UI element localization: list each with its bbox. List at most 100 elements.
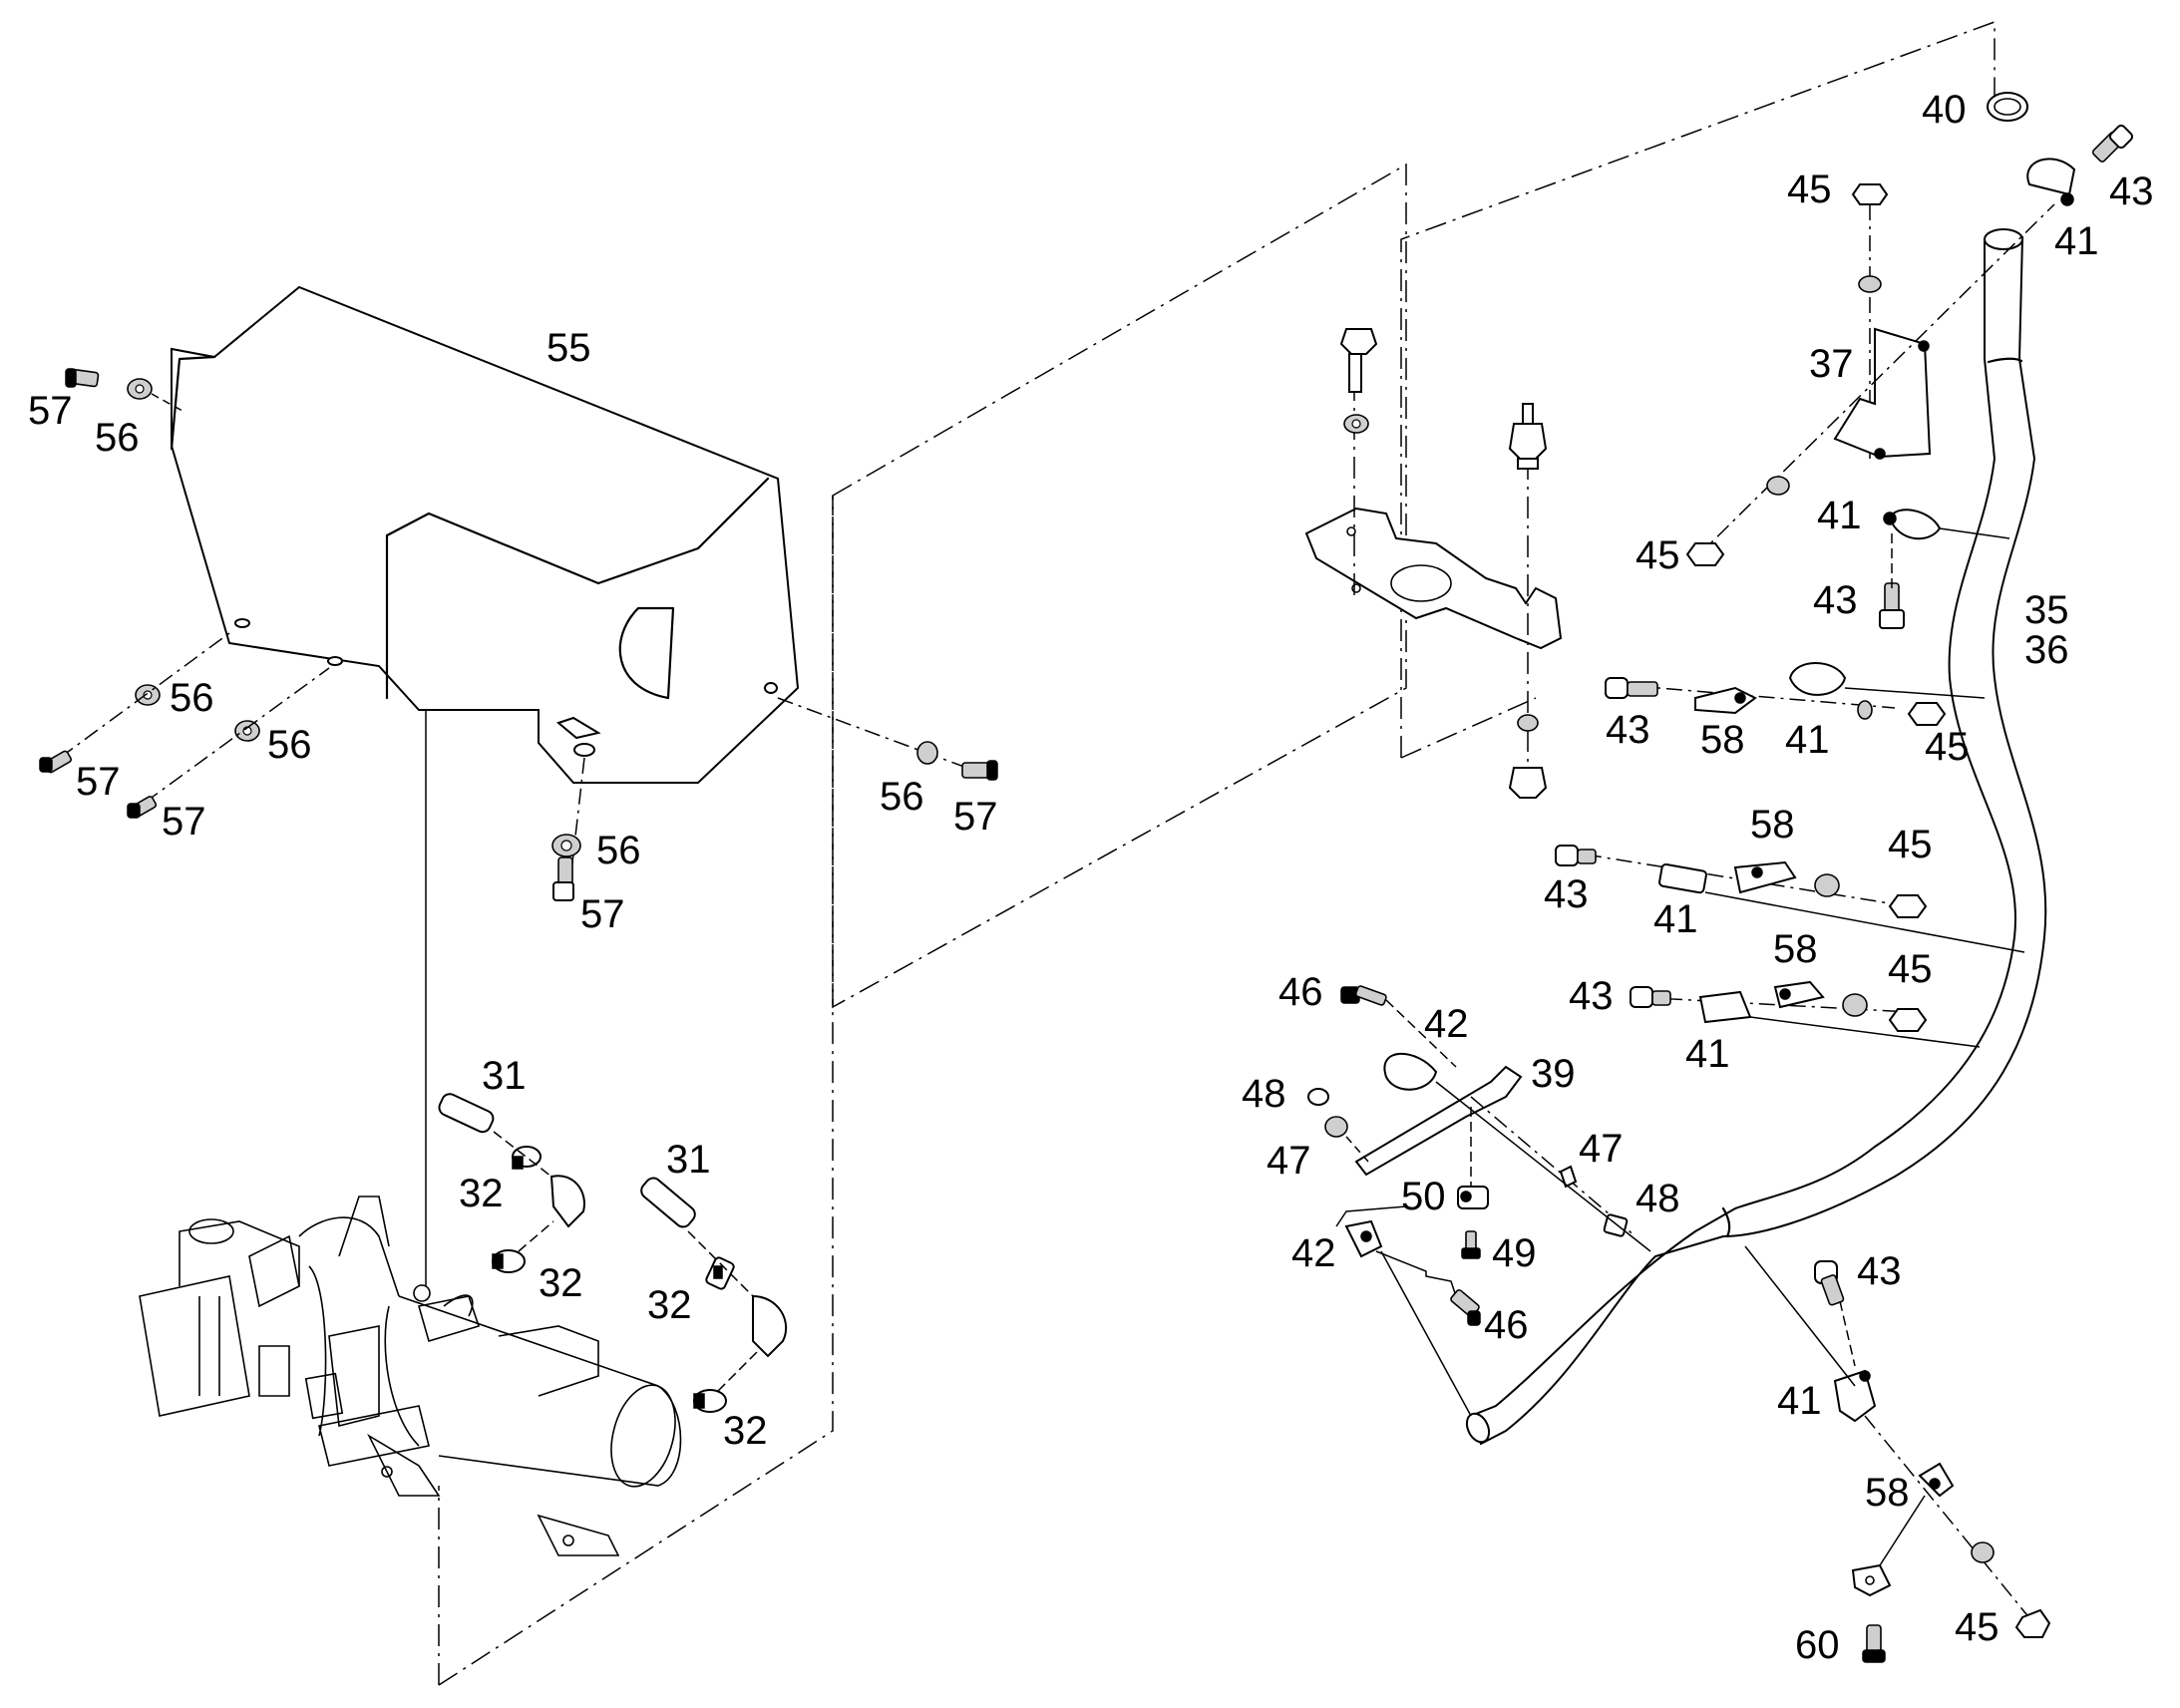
callout-58: 58: [1865, 1471, 1910, 1515]
clamp-ring-icon: [1987, 92, 2028, 122]
lower-hardware: [1744, 1245, 2051, 1663]
heater-cover: [170, 285, 800, 784]
strap-icon: [1851, 1563, 1892, 1597]
bolt-icon: [1814, 1260, 1845, 1306]
callout-43: 43: [1544, 872, 1589, 916]
callout-45: 45: [1888, 947, 1933, 991]
pipe-clamp-icon: [1788, 662, 1847, 696]
nut-icon: [1508, 767, 1548, 799]
washer-icon: [1971, 1541, 1995, 1563]
heater-unit: [139, 1196, 682, 1556]
screw-icon: [552, 856, 574, 901]
nut-icon: [2014, 1608, 2051, 1638]
callout-43: 43: [1569, 974, 1614, 1018]
cover-tab: [555, 716, 601, 740]
bracket-plane: [1400, 20, 1996, 758]
angle-bracket: [1833, 327, 1932, 459]
callout-43: 43: [2109, 170, 2154, 213]
screw-icon: [1862, 1624, 1886, 1663]
washer-icon: [1857, 700, 1873, 720]
callout-36: 36: [2024, 628, 2069, 672]
pipe-clamp-icon: [1698, 990, 1752, 1024]
isolator-icon: [1508, 403, 1548, 470]
clamp-icon: [1457, 1186, 1489, 1209]
screw-icon: [39, 750, 72, 774]
washer-icon: [1814, 873, 1840, 897]
callout-31: 31: [666, 1138, 711, 1182]
strap-icon: [1733, 860, 1797, 894]
bolt-icon: [1339, 328, 1378, 393]
callout-35: 35: [2024, 588, 2069, 632]
callout-57: 57: [76, 760, 121, 804]
bolt-icon: [1450, 1289, 1481, 1326]
mounting-planes: [438, 20, 1996, 1686]
callout-55: 55: [546, 326, 591, 370]
callout-45: 45: [1787, 168, 1832, 211]
callout-42: 42: [1291, 1231, 1336, 1275]
washer-icon: [1559, 1165, 1578, 1189]
bolt-icon: [1879, 582, 1905, 629]
callout-42: 42: [1424, 1002, 1469, 1046]
nut-icon: [1307, 1088, 1329, 1106]
bolt-icon: [2091, 124, 2134, 163]
callout-46: 46: [1484, 1303, 1529, 1347]
hose-fittings: [438, 1093, 788, 1413]
pipe-clamp-icon: [2026, 158, 2076, 196]
callout-45: 45: [1635, 533, 1680, 577]
callout-58: 58: [1750, 803, 1795, 847]
callout-43: 43: [1857, 1249, 1902, 1293]
callout-58: 58: [1773, 927, 1818, 971]
elbow-hose: [752, 1294, 788, 1358]
callout-labels: 55 57 56 56 57 56 57 56 57 56 57 31 32 3…: [28, 88, 2154, 1667]
washer-icon: [1842, 993, 1868, 1017]
callout-58: 58: [1700, 718, 1745, 762]
callout-45: 45: [1925, 725, 1970, 769]
bolt-icon: [1555, 845, 1597, 866]
washer-icon: [1517, 714, 1539, 732]
hose-clamp-icon: [705, 1256, 735, 1290]
callout-60: 60: [1795, 1623, 1840, 1667]
callout-56: 56: [267, 723, 312, 767]
callout-45: 45: [1955, 1605, 1999, 1649]
elbow-hose: [549, 1175, 585, 1228]
callout-47: 47: [1267, 1139, 1311, 1183]
callout-48: 48: [1635, 1177, 1680, 1220]
callout-41: 41: [1685, 1032, 1730, 1076]
callout-41: 41: [1653, 897, 1698, 941]
callout-49: 49: [1492, 1231, 1537, 1275]
callout-32: 32: [647, 1283, 692, 1327]
callout-32: 32: [459, 1172, 504, 1215]
fitting-icon: [640, 1177, 696, 1228]
hose-clamp-icon: [492, 1249, 526, 1273]
clamp-icon: [1344, 1219, 1383, 1258]
mounting-bracket: [1304, 328, 1563, 799]
hanger-bracket: [1354, 1065, 1523, 1177]
callout-39: 39: [1531, 1052, 1576, 1096]
callout-56: 56: [880, 775, 924, 819]
control-box: [139, 1275, 250, 1417]
washer-icon: [916, 741, 938, 765]
screw-icon: [961, 760, 998, 781]
screw-icon: [127, 796, 158, 819]
nut-icon: [1851, 183, 1889, 205]
callout-45: 45: [1888, 823, 1933, 866]
fitting-icon: [438, 1093, 495, 1134]
callout-41: 41: [1817, 494, 1862, 537]
nut-icon: [1888, 1008, 1928, 1032]
washer-icon: [1858, 275, 1882, 293]
callout-57: 57: [953, 795, 998, 839]
callout-32: 32: [723, 1409, 768, 1453]
exhaust-hardware: [1555, 92, 2134, 1048]
heater-plane: [438, 496, 834, 1686]
screw-icon: [65, 368, 100, 388]
callout-56: 56: [170, 676, 214, 720]
clamp-ring-icon: [1383, 1052, 1438, 1091]
callout-57: 57: [580, 892, 625, 936]
callout-31: 31: [482, 1054, 527, 1098]
pipe-clamp-icon: [1658, 862, 1707, 894]
callout-57: 57: [162, 800, 206, 844]
hanger-hardware: [1307, 985, 1651, 1417]
callout-50: 50: [1401, 1175, 1446, 1218]
callout-43: 43: [1813, 578, 1858, 622]
